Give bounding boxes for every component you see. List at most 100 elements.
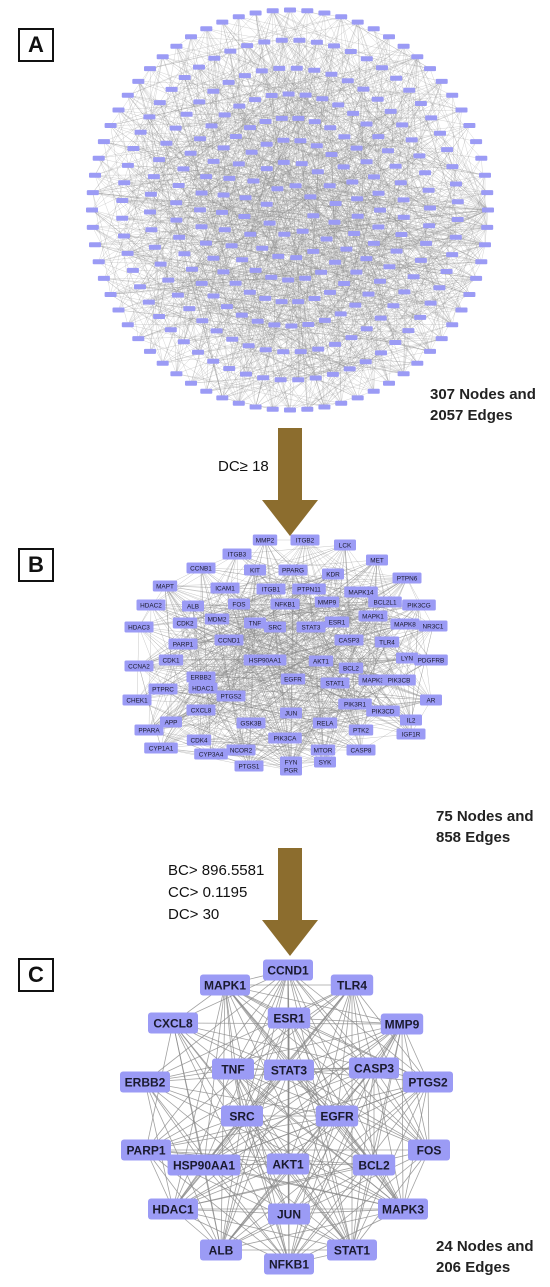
node-b-egfr: EGFR	[280, 673, 306, 685]
network-b-edge	[192, 605, 232, 697]
network-a-node	[193, 99, 206, 105]
network-a-edge	[255, 12, 367, 259]
network-a-edge	[300, 140, 344, 168]
node-c-box	[352, 1154, 396, 1176]
network-a-edge	[98, 56, 163, 262]
node-b-mtor: MTOR	[310, 744, 336, 756]
network-c-edge	[287, 969, 375, 1069]
network-a-edge	[222, 377, 264, 399]
node-c-box	[315, 1105, 359, 1127]
node-b-mmp9: MMP9	[314, 596, 340, 608]
network-b-edge	[284, 603, 408, 659]
network-a-edge	[452, 95, 488, 228]
network-a-node	[446, 252, 459, 258]
network-a-edge	[324, 244, 486, 321]
network-a-edge	[224, 229, 453, 325]
node-b-box	[338, 698, 372, 710]
network-a-edge	[279, 68, 331, 128]
node-b-box	[334, 634, 364, 646]
network-a-edge	[190, 36, 239, 404]
network-a-node	[402, 328, 415, 334]
node-c-fos: FOS	[408, 1139, 450, 1161]
node-b-parp1: PARP1	[168, 638, 198, 650]
network-a-edge	[92, 227, 128, 254]
node-b-cyp3a4: CYP3A4	[194, 748, 228, 760]
network-a-edge	[365, 361, 404, 374]
node-b-box	[234, 760, 264, 772]
network-a-edge	[298, 81, 442, 119]
node-c-label: CASP3	[354, 1062, 394, 1076]
network-a-node	[360, 326, 373, 332]
network-b-edge	[200, 567, 362, 593]
node-b-label: ESR1	[329, 620, 346, 627]
network-a-edge	[373, 28, 488, 228]
network-a-edge	[176, 269, 193, 374]
network-a-edge	[222, 21, 431, 69]
network-a-node	[210, 328, 223, 334]
network-a-edge	[334, 225, 430, 345]
node-b-box	[334, 539, 356, 551]
node-b-label: CYP3A4	[199, 752, 224, 759]
network-a-edge	[288, 93, 442, 339]
network-b-edge	[136, 699, 292, 763]
node-b-label: TLR4	[379, 640, 395, 647]
network-a-edge	[184, 77, 201, 139]
network-a-edge	[301, 145, 317, 164]
network-a-edge	[378, 109, 462, 137]
network-a-node	[323, 183, 336, 189]
network-a-node	[249, 404, 262, 410]
node-b-box	[382, 674, 416, 686]
network-a-edge	[291, 271, 447, 327]
network-a-edge	[352, 36, 390, 114]
network-a-edge	[288, 67, 383, 95]
network-b-edge	[202, 601, 328, 689]
network-a-node	[184, 150, 197, 156]
network-a-edge	[110, 75, 245, 126]
network-a-edge	[199, 101, 299, 302]
node-b-mapk1: MAPK1	[358, 610, 388, 622]
node-b-box	[400, 714, 422, 726]
network-a-edge	[201, 283, 404, 374]
network-b-edge	[248, 622, 256, 767]
network-a-edge	[322, 98, 489, 211]
network-a-node	[216, 19, 229, 25]
network-a-edge	[347, 80, 367, 162]
network-a-node	[144, 191, 157, 197]
node-c-box	[264, 1059, 314, 1081]
network-a-node	[162, 277, 175, 283]
network-b-edge	[236, 553, 412, 721]
network-a-node	[277, 137, 290, 143]
node-b-label: KDR	[326, 572, 340, 579]
network-c-edge	[288, 1164, 375, 1265]
network-b-edge	[198, 603, 240, 741]
network-a-node	[309, 375, 322, 381]
node-b-label: BCL2L1	[373, 600, 397, 607]
node-c-src: SRC	[221, 1105, 263, 1127]
network-a-edge	[127, 95, 367, 259]
node-c-ptgs2: PTGS2	[403, 1071, 453, 1093]
network-a-node	[440, 269, 453, 274]
network-a-edge	[222, 22, 301, 352]
network-c-edge	[172, 1022, 375, 1069]
network-a-node	[403, 87, 416, 93]
network-a-edge	[206, 258, 214, 392]
node-b-ptpn11: PTPN11	[292, 583, 326, 595]
network-a-node	[307, 213, 320, 219]
network-b-edge	[228, 639, 292, 714]
network-a-node	[170, 217, 183, 223]
node-b-box	[226, 744, 256, 756]
network-b-edge	[264, 539, 292, 763]
network-a-node	[268, 322, 281, 328]
network-a-node	[324, 289, 336, 295]
network-a-edge	[381, 67, 442, 82]
network-a-edge	[184, 199, 404, 254]
network-b-edge	[184, 622, 202, 678]
network-a-edge	[255, 294, 470, 408]
network-a-edge	[177, 294, 319, 350]
network-a-node	[328, 43, 340, 49]
network-a-node	[278, 231, 291, 237]
node-b-label: PIK3CD	[371, 709, 394, 716]
network-a-node	[387, 303, 400, 309]
node-b-syk: SYK	[314, 756, 336, 768]
